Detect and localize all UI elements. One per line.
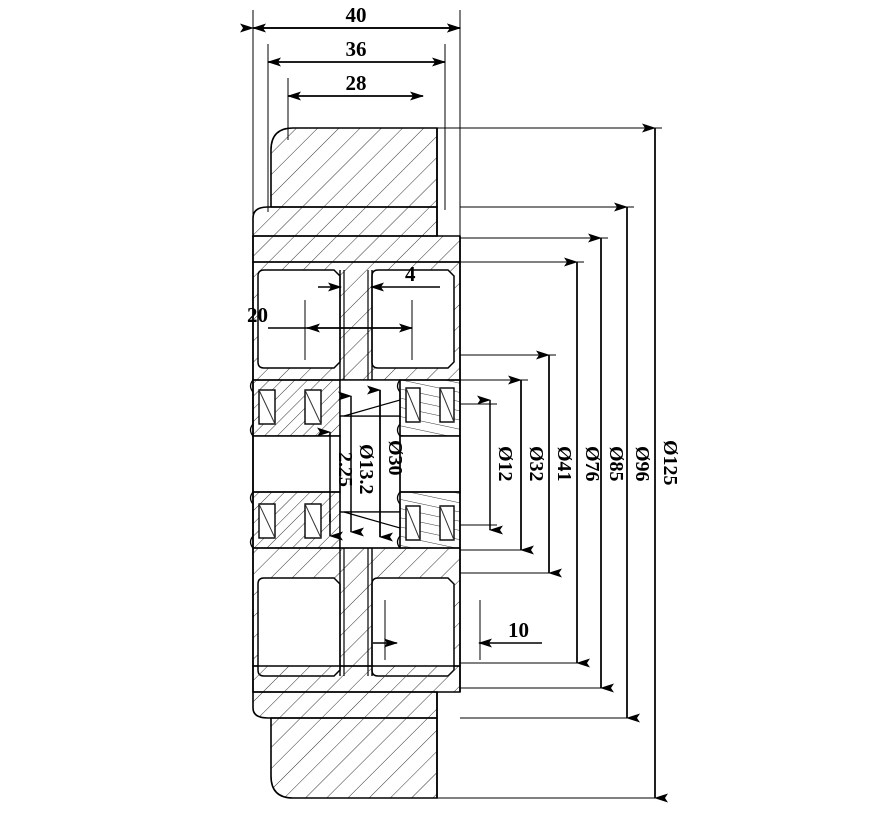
dimension-d125: Ø125 (642, 123, 681, 803)
rim-top (252, 235, 461, 263)
dimension-label-d30: Ø30 (384, 440, 406, 476)
dimension-10: 10 (373, 618, 542, 648)
dimension-d76: Ø76 (564, 257, 603, 668)
dimension-label-2p25: 2.25 (334, 452, 356, 487)
dimension-label-d125: Ø125 (659, 440, 681, 486)
dimension-d12: Ø12 (477, 395, 516, 535)
dimension-label-d32: Ø32 (525, 446, 547, 482)
dimension-label-d85: Ø85 (605, 446, 627, 482)
dimension-label-40: 40 (346, 3, 367, 27)
bearing-lower (249, 491, 461, 549)
dimension-label-d12: Ø12 (494, 446, 516, 482)
dimension-40: 40 (240, 3, 461, 33)
dimension-label-d76: Ø76 (581, 446, 603, 482)
dimension-label-d41: Ø41 (553, 446, 575, 482)
dimension-d85: Ø85 (588, 233, 627, 693)
dimension-36: 36 (267, 37, 446, 67)
dimension-label-28: 28 (346, 71, 367, 95)
dimension-label-20: 20 (247, 303, 268, 327)
dimension-28: 28 (287, 71, 424, 101)
axle-bore (252, 416, 461, 512)
rim-bottom (252, 665, 461, 693)
dimension-label-d13p2: Ø13.2 (355, 444, 377, 495)
tread-bottom (252, 691, 438, 799)
hub-upper (252, 261, 461, 381)
dimension-label-4: 4 (405, 262, 416, 286)
dimension-d30: Ø30 (367, 385, 406, 542)
dimension-d13p2: Ø13.2 (338, 391, 377, 537)
dimension-d96: Ø96 (614, 202, 653, 723)
dimension-label-36: 36 (346, 37, 367, 61)
hub-lower (252, 547, 461, 677)
dimension-20: 20 (247, 303, 413, 333)
wheel-cross-section (249, 127, 461, 799)
dimension-label-d96: Ø96 (631, 446, 653, 482)
dimension-d32: Ø32 (508, 375, 547, 555)
dimension-4: 4 (318, 262, 440, 292)
tread-top (252, 127, 438, 237)
dimension-d41: Ø41 (536, 350, 575, 578)
dimension-label-10: 10 (508, 618, 529, 642)
